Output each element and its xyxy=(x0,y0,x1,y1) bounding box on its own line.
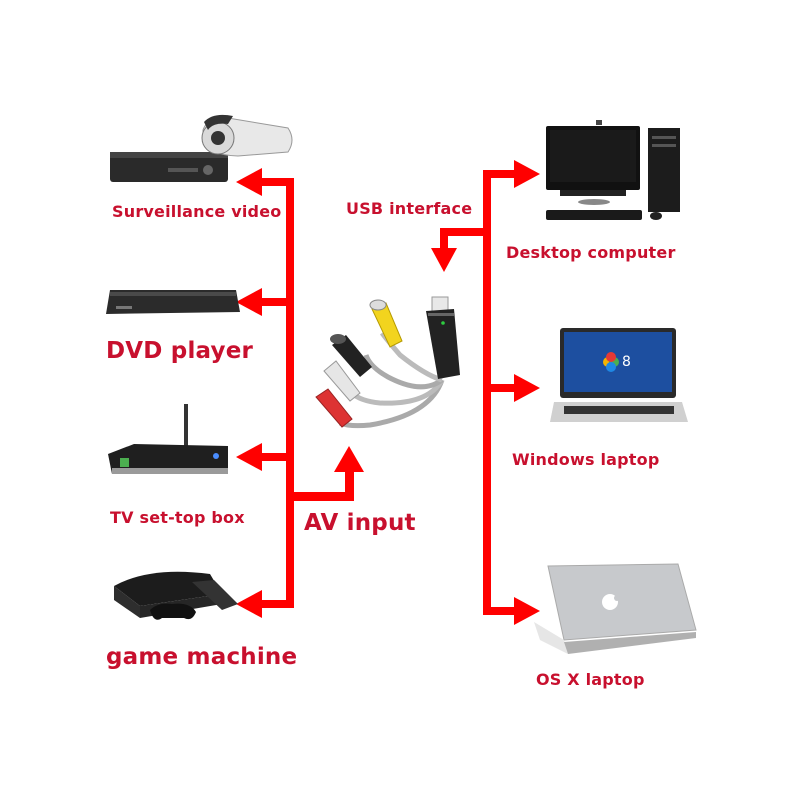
arrow-desktop xyxy=(514,160,540,188)
branch-usb-down xyxy=(440,228,448,250)
branch-av xyxy=(290,492,354,501)
windows-8-logo-text: 8 xyxy=(622,354,631,370)
dvr-camera-icon xyxy=(108,110,298,190)
branch-av-up xyxy=(345,470,354,501)
label-av-input: AV input xyxy=(304,510,416,536)
label-dvd-player: DVD player xyxy=(106,338,254,364)
arrow-av-input xyxy=(334,446,364,472)
label-surveillance-video: Surveillance video xyxy=(112,202,282,221)
branch-windows xyxy=(487,384,517,392)
arrow-windows xyxy=(514,374,540,402)
dvd-player-icon xyxy=(104,284,244,320)
branch-dvd xyxy=(262,298,292,306)
branch-settop xyxy=(262,453,292,461)
label-desktop-computer: Desktop computer xyxy=(506,243,676,262)
label-windows-laptop: Windows laptop xyxy=(512,450,660,469)
usb-capture-dongle-icon xyxy=(310,275,480,445)
branch-desktop xyxy=(487,170,517,178)
windows-laptop-icon: 8 xyxy=(550,326,690,426)
label-tv-set-top-box: TV set-top box xyxy=(110,508,245,527)
macbook-icon xyxy=(528,558,700,658)
right-trunk-line xyxy=(483,170,491,615)
label-game-machine: game machine xyxy=(106,644,298,670)
left-trunk-line xyxy=(286,178,294,608)
desktop-computer-icon xyxy=(544,118,694,228)
arrow-settop xyxy=(236,443,262,471)
arrow-surveillance xyxy=(236,168,262,196)
game-console-icon xyxy=(110,560,240,630)
branch-osx xyxy=(487,607,517,615)
arrow-osx xyxy=(514,597,540,625)
branch-game xyxy=(262,600,292,608)
arrow-dvd xyxy=(236,288,262,316)
arrow-usb xyxy=(431,248,457,272)
branch-surveillance xyxy=(262,178,292,186)
label-os-x-laptop: OS X laptop xyxy=(536,670,645,689)
label-usb-interface: USB interface xyxy=(346,199,473,218)
set-top-box-icon xyxy=(104,400,234,480)
arrow-game xyxy=(236,590,262,618)
branch-usb xyxy=(440,228,488,236)
